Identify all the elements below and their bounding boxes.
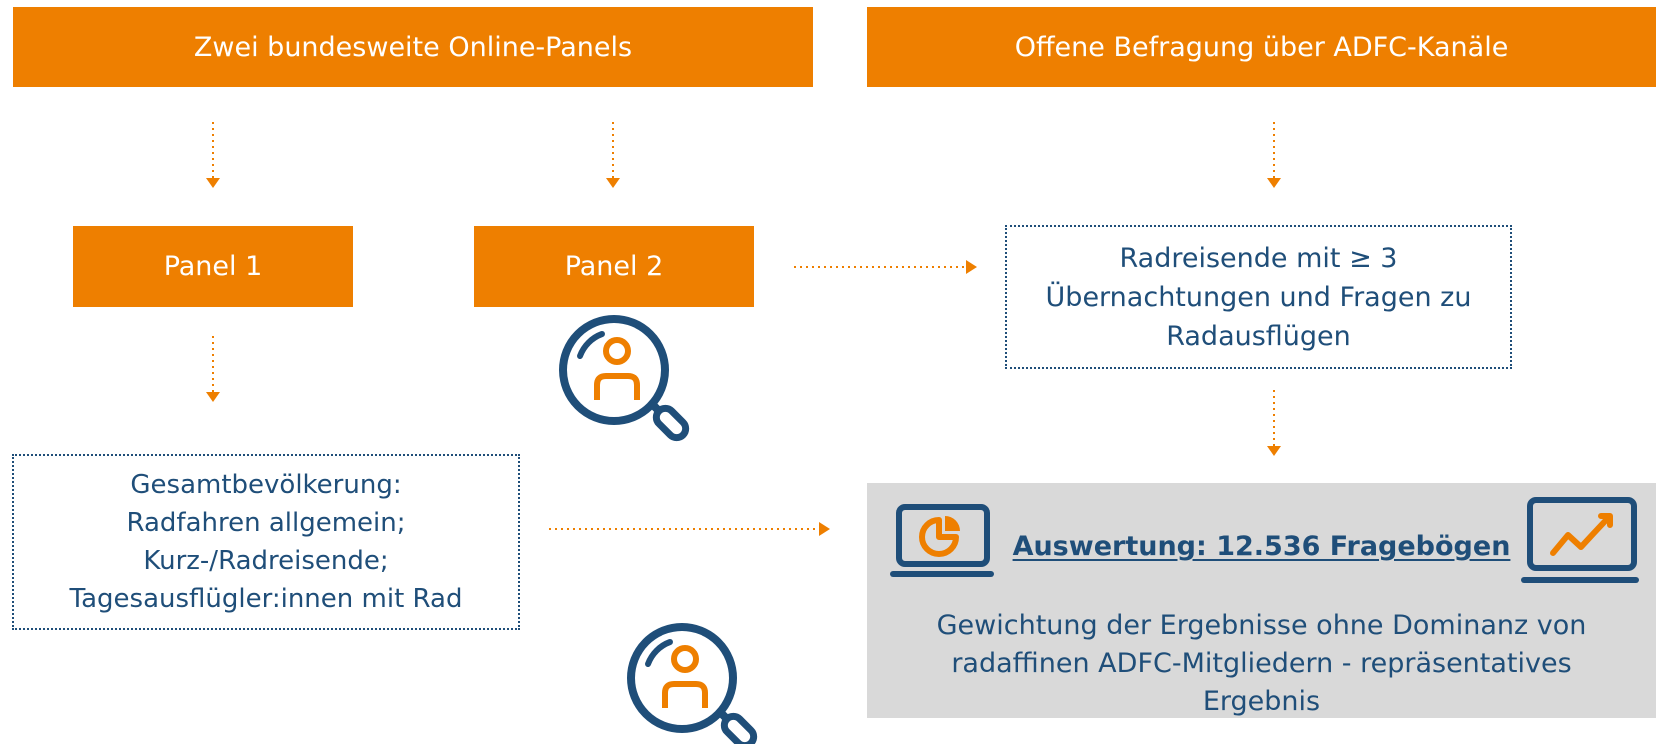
result-line-1: Gewichtung der Ergebnisse ohne Dominanz … [936, 610, 1587, 641]
result-line-3: Ergebnis [1202, 686, 1321, 717]
population-line-2: Kurz-/Radreisende; [143, 546, 389, 576]
travelers-line-1: Radreisende mit ≥ 3 [1119, 242, 1398, 274]
line-chart-laptop-icon [1521, 497, 1639, 583]
arrow-down-icon [1266, 121, 1282, 189]
panel-1-label: Panel 1 [163, 251, 263, 282]
panel-2-label: Panel 2 [564, 251, 664, 282]
panel-1-box: Panel 1 [73, 226, 353, 307]
population-line-1: Radfahren allgemein; [126, 508, 406, 538]
result-line-2: radaffinen ADFC-Mitgliedern - repräsenta… [951, 648, 1572, 679]
header-open-survey: Offene Befragung über ADFC-Kanäle [867, 7, 1656, 87]
arrow-right-icon [549, 522, 830, 536]
result-heading: Auswertung: 12.536 Fragebögen [1012, 531, 1511, 562]
search-user-icon [627, 623, 758, 744]
population-title: Gesamtbevölkerung: [130, 470, 402, 500]
pie-chart-laptop-icon [890, 504, 994, 577]
header-online-panels: Zwei bundesweite Online-Panels [13, 7, 813, 87]
search-user-icon [559, 315, 690, 442]
population-box: Gesamtbevölkerung: Radfahren allgemein; … [12, 454, 520, 630]
result-description: Gewichtung der Ergebnisse ohne Dominanz … [867, 607, 1656, 721]
arrow-down-icon [205, 335, 221, 403]
travelers-box: Radreisende mit ≥ 3 Übernachtungen und F… [1005, 225, 1512, 369]
travelers-line-3: Radausflügen [1166, 320, 1351, 352]
header-open-survey-label: Offene Befragung über ADFC-Kanäle [1014, 31, 1509, 63]
result-box: Auswertung: 12.536 Fragebögen Gewichtung… [867, 483, 1656, 718]
header-online-panels-label: Zwei bundesweite Online-Panels [193, 31, 633, 63]
arrow-right-icon [794, 260, 977, 274]
travelers-line-2: Übernachtungen und Fragen zu [1045, 281, 1472, 313]
panel-2-box: Panel 2 [474, 226, 754, 307]
arrow-down-icon [605, 121, 621, 189]
arrow-down-icon [1266, 389, 1282, 457]
population-line-3: Tagesausflügler:innen mit Rad [69, 584, 463, 614]
arrow-down-icon [205, 121, 221, 189]
